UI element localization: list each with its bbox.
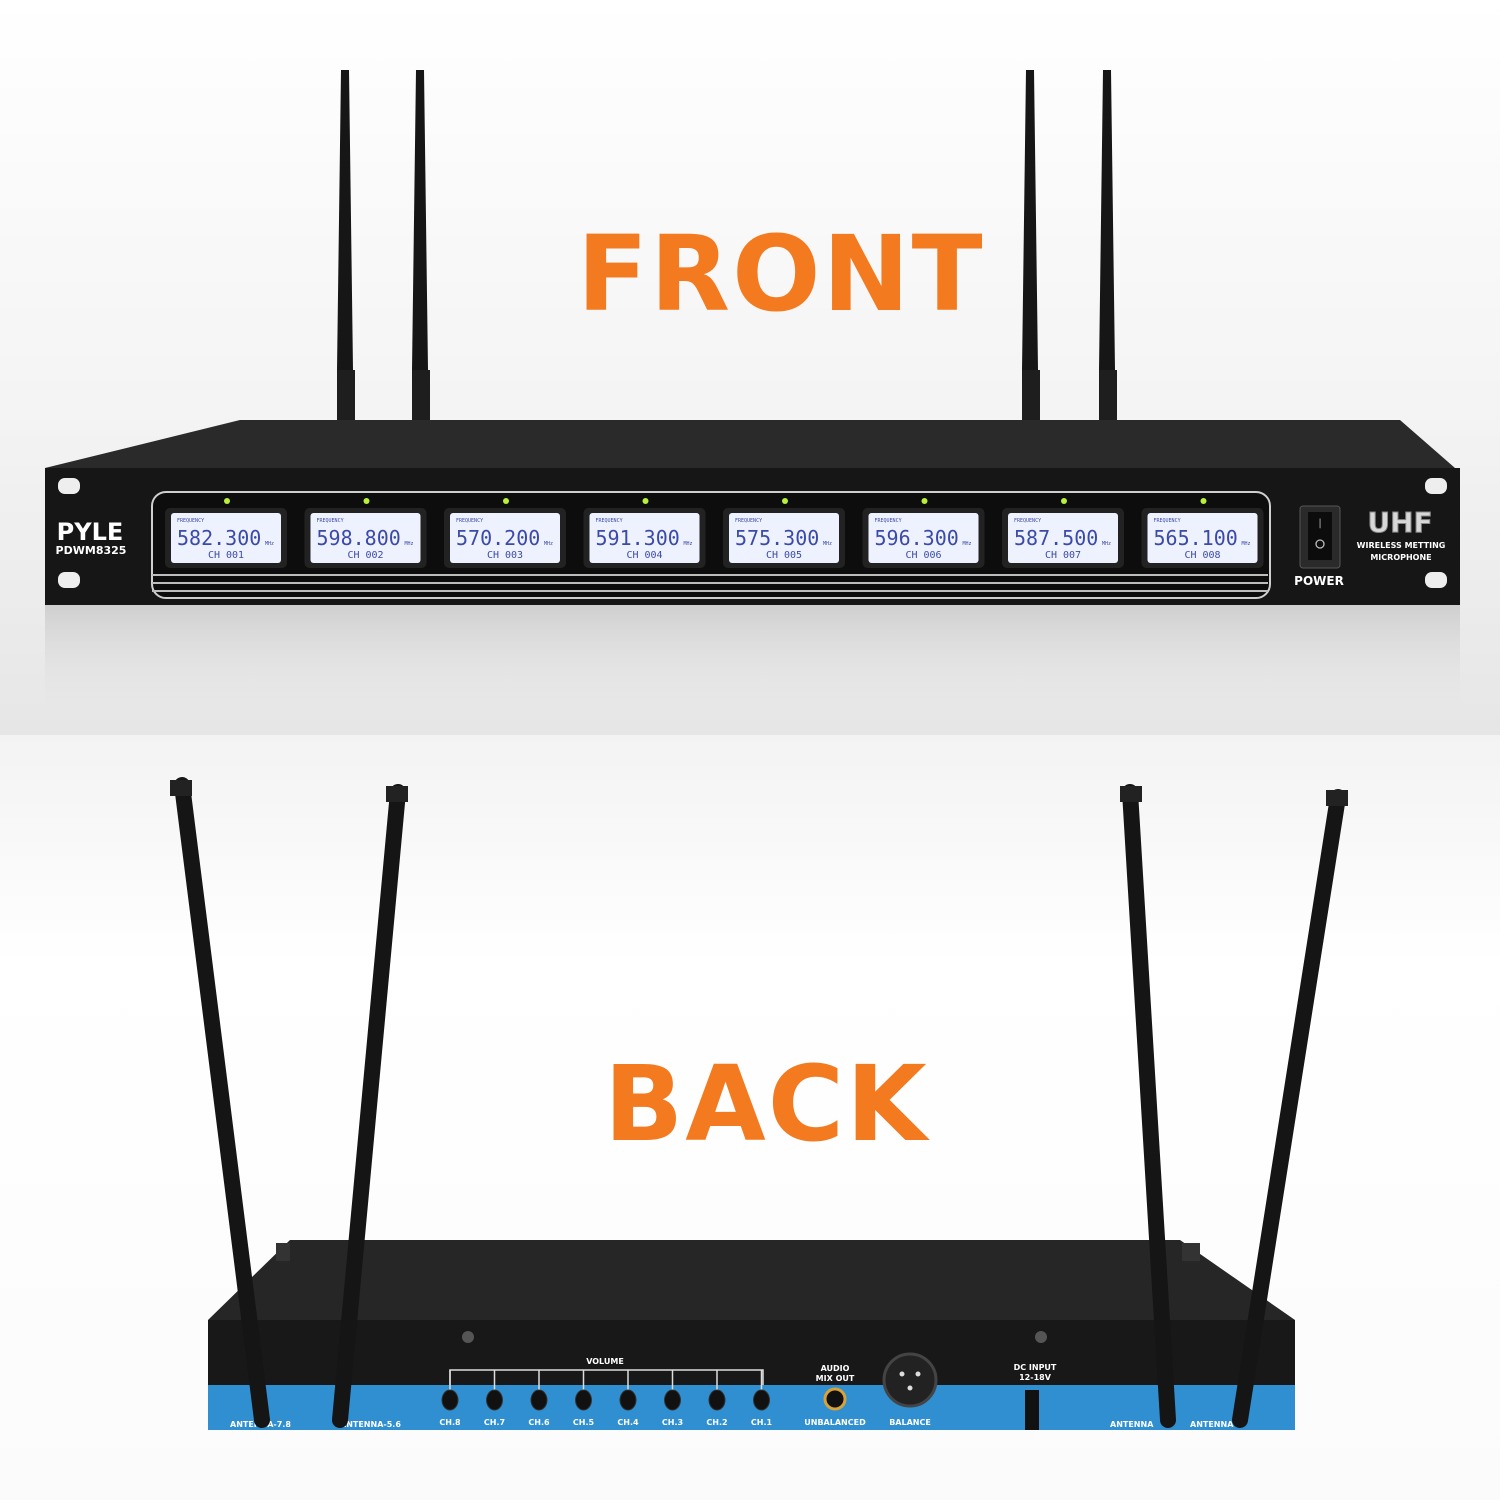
- channel-number: CH 006: [905, 550, 941, 561]
- display-label: FREQUENCY: [317, 518, 344, 524]
- unit-label: MHz: [544, 541, 553, 547]
- status-led: [642, 498, 649, 504]
- frequency-readout: 598.800: [317, 526, 401, 550]
- status-led: [921, 498, 928, 504]
- display-label: FREQUENCY: [456, 518, 483, 524]
- status-led: [782, 498, 788, 504]
- status-led: [1200, 498, 1207, 504]
- display-label: FREQUENCY: [735, 518, 762, 524]
- display-label: FREQUENCY: [1014, 518, 1041, 524]
- channel-number: CH 008: [1184, 550, 1220, 561]
- channel-number: CH 002: [347, 550, 383, 561]
- frequency-readout: 596.300: [875, 526, 959, 550]
- frequency-readout: 582.300: [177, 526, 261, 550]
- svg-text:|: |: [1318, 518, 1321, 529]
- status-led: [363, 498, 370, 504]
- antenna: [412, 70, 428, 370]
- power-label: POWER: [1294, 574, 1344, 588]
- frequency-readout: 570.200: [456, 526, 540, 550]
- channel-number: CH 001: [208, 550, 244, 561]
- uhf-logo: UHF: [1367, 506, 1432, 539]
- back-heading: BACK: [604, 1043, 929, 1165]
- antenna: [1022, 70, 1038, 370]
- unit-label: MHz: [1102, 541, 1111, 547]
- band-subtitle: WIRELESS METTING: [1357, 541, 1446, 550]
- antenna: [1099, 70, 1115, 370]
- channel-number: CH 004: [626, 550, 662, 561]
- display-label: FREQUENCY: [875, 518, 902, 524]
- unit-label: MHz: [405, 541, 414, 547]
- status-led: [1061, 498, 1067, 504]
- front-antennas: [337, 70, 1117, 422]
- antenna: [337, 70, 353, 370]
- display-label: FREQUENCY: [1154, 518, 1181, 524]
- channel-number: CH 003: [487, 550, 523, 561]
- band-subtitle: MICROPHONE: [1370, 553, 1431, 562]
- frequency-readout: 591.300: [596, 526, 680, 550]
- status-led: [224, 498, 230, 504]
- top-cover: [45, 420, 1455, 468]
- frequency-readout: 575.300: [735, 526, 819, 550]
- channel-number: CH 007: [1045, 550, 1081, 561]
- frequency-readout: 587.500: [1014, 526, 1098, 550]
- unit-label: MHz: [265, 541, 274, 547]
- display-label: FREQUENCY: [177, 518, 204, 524]
- channel-number: CH 005: [766, 550, 802, 561]
- brand-logo: PYLE: [57, 518, 124, 546]
- unit-label: MHz: [823, 541, 832, 547]
- model-number: PDWM8325: [56, 544, 127, 557]
- status-led: [503, 498, 509, 504]
- reflection: [45, 605, 1460, 715]
- unit-label: MHz: [963, 541, 972, 547]
- unit-label: MHz: [1242, 541, 1251, 547]
- display-label: FREQUENCY: [596, 518, 623, 524]
- front-heading: FRONT: [577, 213, 985, 335]
- frequency-readout: 565.100: [1154, 526, 1238, 550]
- unit-label: MHz: [684, 541, 693, 547]
